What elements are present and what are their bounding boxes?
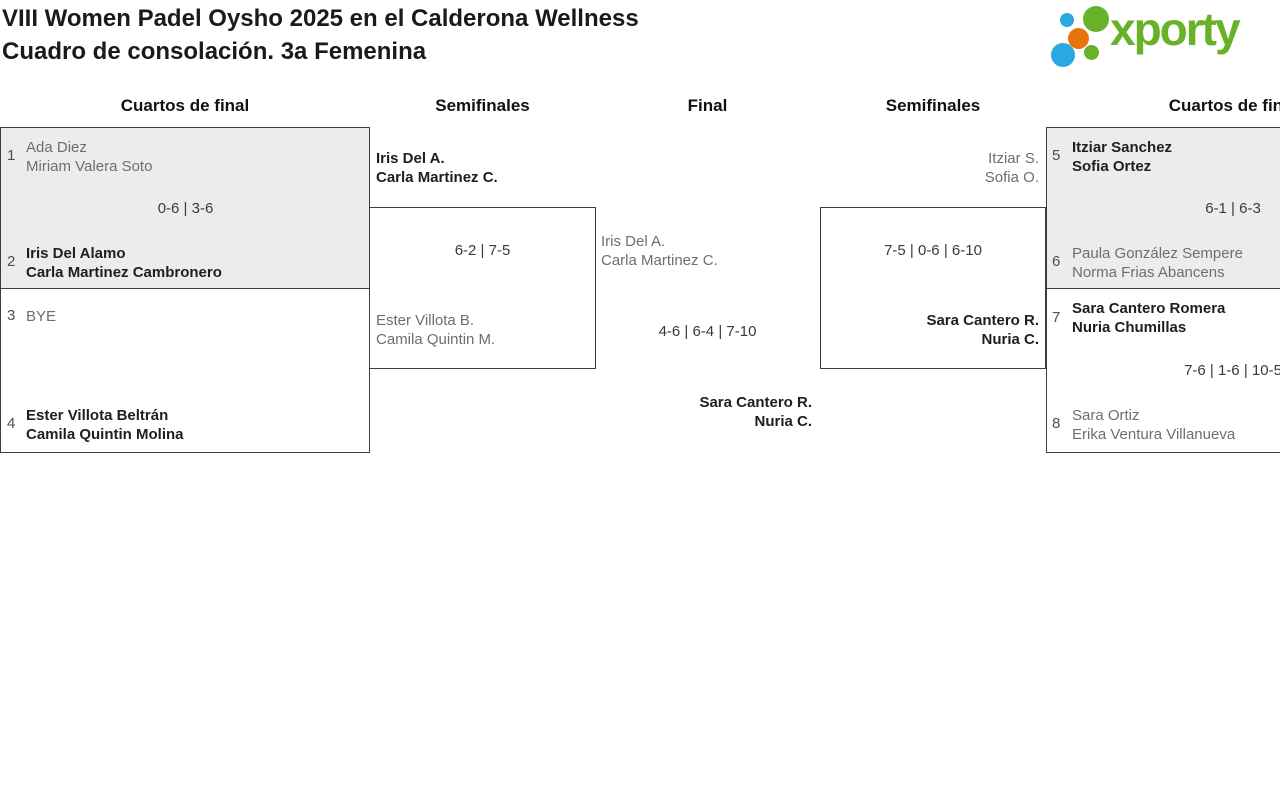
round-header-semifinals-right: Semifinales	[885, 96, 981, 115]
match-box-qf-right-top	[1046, 127, 1280, 289]
player-name: Sara Cantero R.	[699, 394, 812, 411]
player-name: Camila Quintin Molina	[26, 426, 184, 443]
draw-name: Cuadro de consolación. 3a Femenina	[2, 38, 427, 65]
team-name: Sara Ortiz Erika Ventura Villanueva	[1072, 406, 1235, 444]
player-name: Itziar Sanchez	[1072, 139, 1173, 156]
seed-number: 5	[1052, 147, 1061, 164]
player-name: Nuria Chumillas	[1072, 319, 1187, 336]
logo-dot	[1083, 6, 1109, 32]
team-name: Iris Del A. Carla Martinez C.	[376, 149, 498, 187]
team-name: Ada Diez Miriam Valera Soto	[26, 138, 152, 176]
team-name: Sara Cantero R. Nuria C.	[595, 393, 812, 431]
team-name: Iris Del Alamo Carla Martinez Cambronero	[26, 244, 222, 282]
team-name: BYE	[26, 307, 56, 326]
seed-number: 4	[7, 415, 16, 432]
player-name: Itziar S.	[988, 150, 1039, 167]
match-box-qf-right-bottom	[1046, 288, 1280, 453]
match-score: 0-6 | 3-6	[157, 200, 214, 217]
team-name: Ester Villota Beltrán Camila Quintin Mol…	[26, 406, 184, 444]
round-header-quarterfinals-left: Cuartos de final	[120, 96, 250, 115]
team-name: Sara Cantero Romera Nuria Chumillas	[1072, 299, 1225, 337]
player-name: Sofia Ortez	[1072, 158, 1152, 175]
player-name: Iris Del Alamo	[26, 245, 126, 262]
player-name: Sara Cantero Romera	[1072, 300, 1226, 317]
seed-number: 3	[7, 307, 16, 324]
match-score: 7-5 | 0-6 | 6-10	[884, 242, 982, 259]
team-name: Itziar S. Sofia O.	[820, 149, 1039, 187]
player-name: Sofia O.	[984, 169, 1039, 186]
player-name: Ester Villota B.	[376, 312, 475, 329]
team-name: Ester Villota B. Camila Quintin M.	[376, 311, 495, 349]
round-header-final: Final	[687, 96, 728, 115]
seed-number: 6	[1052, 253, 1061, 270]
player-name: Norma Frias Abancens	[1072, 264, 1225, 281]
seed-number: 8	[1052, 415, 1061, 432]
round-header-semifinals-left: Semifinales	[435, 96, 530, 115]
match-box-qf-left-top	[0, 127, 370, 289]
player-name: Nuria C.	[981, 331, 1039, 348]
player-name: Camila Quintin M.	[376, 331, 496, 348]
player-name: Ester Villota Beltrán	[26, 407, 169, 424]
player-name: Carla Martinez Cambronero	[26, 264, 222, 281]
player-name: Miriam Valera Soto	[26, 158, 153, 175]
match-box-sf-left	[369, 207, 596, 369]
seed-number: 2	[7, 253, 16, 270]
tournament-name: VIII Women Padel Oysho 2025 en el Calder…	[2, 5, 639, 32]
team-name: Iris Del A. Carla Martinez C.	[601, 232, 718, 270]
page-title: VIII Women Padel Oysho 2025 en el Calder…	[2, 2, 639, 68]
seed-number: 7	[1052, 309, 1061, 326]
player-name: BYE	[26, 308, 57, 325]
logo-dot	[1068, 28, 1089, 49]
logo-dot	[1051, 43, 1075, 67]
team-name: Sara Cantero R. Nuria C.	[820, 311, 1039, 349]
team-name: Itziar Sanchez Sofia Ortez	[1072, 138, 1172, 176]
match-score: 7-6 | 1-6 | 10-5	[1184, 362, 1280, 379]
round-header-quarterfinals-right: Cuartos de final	[1168, 96, 1280, 115]
xporty-logo-text: xporty	[1110, 3, 1241, 55]
player-name: Paula González Sempere	[1072, 245, 1243, 262]
player-name: Sara Cantero R.	[926, 312, 1039, 329]
player-name: Iris Del A.	[601, 233, 666, 250]
player-name: Iris Del A.	[376, 150, 445, 167]
player-name: Erika Ventura Villanueva	[1072, 426, 1236, 443]
team-name: Paula González Sempere Norma Frias Abanc…	[1072, 244, 1243, 282]
player-name: Nuria C.	[754, 413, 812, 430]
match-score: 4-6 | 6-4 | 7-10	[658, 323, 757, 340]
player-name: Sara Ortiz	[1072, 407, 1140, 424]
match-score: 6-2 | 7-5	[454, 242, 511, 259]
logo-dot	[1060, 13, 1074, 27]
xporty-logo-dots-icon	[1051, 6, 1109, 67]
xporty-logo[interactable]: xporty	[1048, 2, 1278, 74]
player-name: Carla Martinez C.	[376, 169, 498, 186]
player-name: Ada Diez	[26, 139, 87, 156]
match-box-sf-right	[820, 207, 1046, 369]
logo-dot	[1084, 45, 1099, 60]
match-score: 6-1 | 6-3	[1205, 200, 1261, 217]
match-box-qf-left-bottom	[0, 288, 370, 453]
seed-number: 1	[7, 147, 16, 164]
player-name: Carla Martinez C.	[601, 252, 718, 269]
